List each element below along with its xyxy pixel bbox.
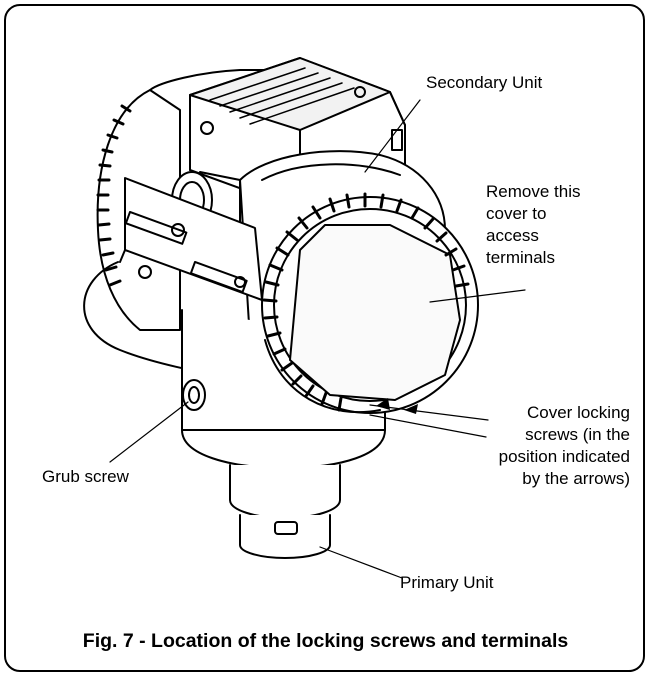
figure-frame — [4, 4, 645, 672]
primary-unit-body — [229, 464, 341, 559]
label-cover-locking-screws: Cover locking screws (in the position in… — [498, 403, 630, 488]
locking-screw-arrows — [376, 398, 418, 414]
rear-housing-serrations — [96, 104, 132, 287]
cover-serrations — [262, 192, 470, 412]
label-secondary-unit: Secondary Unit — [426, 73, 543, 92]
label-remove-cover: Remove this cover to access terminals — [486, 182, 581, 267]
leader-lines — [109, 99, 526, 579]
label-grub-screw: Grub screw — [42, 467, 129, 486]
figure-caption: Fig. 7 - Location of the locking screws … — [82, 630, 569, 652]
front-cover — [261, 192, 479, 414]
label-primary-unit: Primary Unit — [400, 573, 494, 592]
locking-ring — [264, 339, 381, 414]
